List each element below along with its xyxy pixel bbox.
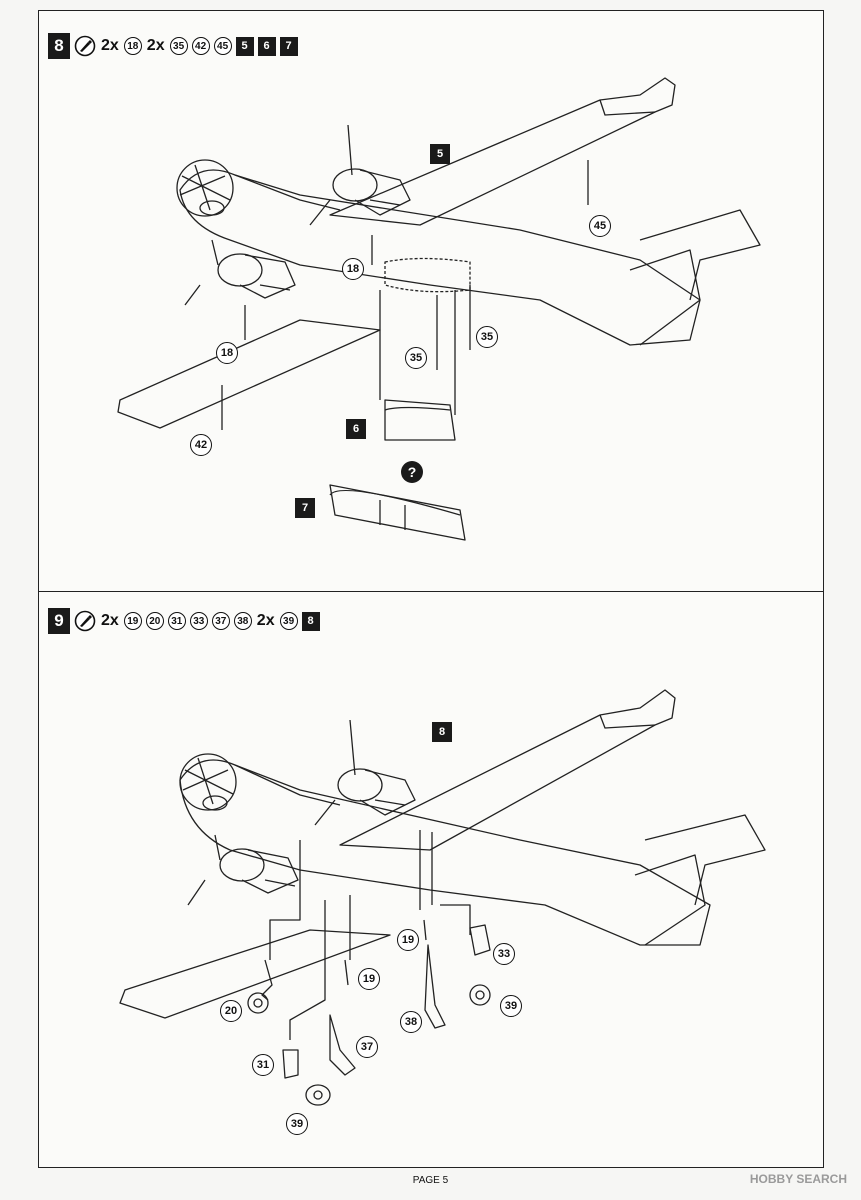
step9-part: 31 — [167, 612, 186, 630]
subassembly-label-5: 5 — [430, 144, 450, 164]
part-callout-42: 42 — [190, 434, 212, 456]
step8-subassembly: 6 — [257, 36, 276, 56]
step8-subassembly: 7 — [279, 36, 298, 56]
subassembly-label-8: 8 — [432, 722, 452, 742]
part-callout-19: 19 — [397, 929, 419, 951]
step9-subassembly: 8 — [301, 611, 320, 631]
step8-qty-b: 2x — [146, 37, 165, 54]
step8-subassembly: 5 — [235, 36, 254, 56]
subassembly-label-6: 6 — [346, 419, 366, 439]
step9-part: 37 — [211, 612, 230, 630]
step9-number: 9 — [48, 608, 70, 634]
step8-part: 42 — [191, 37, 210, 55]
glue-icon — [74, 35, 96, 57]
page-number: PAGE 5 — [412, 1175, 449, 1186]
step9-part: 39 — [279, 612, 298, 630]
step9-part: 33 — [189, 612, 208, 630]
part-callout-18: 18 — [342, 258, 364, 280]
part-callout-39: 39 — [500, 995, 522, 1017]
step8-part: 35 — [169, 37, 188, 55]
step8-part: 18 — [123, 37, 142, 55]
step9-qty-a: 2x — [101, 612, 119, 629]
part-callout-45: 45 — [589, 215, 611, 237]
part-callout-37: 37 — [356, 1036, 378, 1058]
step9-part: 20 — [145, 612, 164, 630]
part-callout-20: 20 — [220, 1000, 242, 1022]
step8-header: 8 2x 18 2x 35 42 45 5 6 7 — [48, 33, 298, 59]
subassembly-label-7: 7 — [295, 498, 315, 518]
part-callout-18: 18 — [216, 342, 238, 364]
part-callout-33: 33 — [493, 943, 515, 965]
question-icon: ? — [401, 461, 423, 483]
part-callout-31: 31 — [252, 1054, 274, 1076]
step8-number: 8 — [48, 33, 70, 59]
step-divider — [38, 591, 824, 592]
part-callout-35: 35 — [405, 347, 427, 369]
step8-qty-a: 2x — [101, 37, 119, 54]
part-callout-19: 19 — [358, 968, 380, 990]
glue-icon — [74, 610, 96, 632]
watermark: HOBBY SEARCH — [749, 1172, 847, 1186]
step9-part: 38 — [233, 612, 252, 630]
part-callout-35: 35 — [476, 326, 498, 348]
step8-part: 45 — [213, 37, 232, 55]
step9-header: 9 2x 19 20 31 33 37 38 2x 39 8 — [48, 608, 320, 634]
step9-part: 19 — [123, 612, 142, 630]
part-callout-39: 39 — [286, 1113, 308, 1135]
part-callout-38: 38 — [400, 1011, 422, 1033]
step9-qty-b: 2x — [256, 612, 275, 629]
